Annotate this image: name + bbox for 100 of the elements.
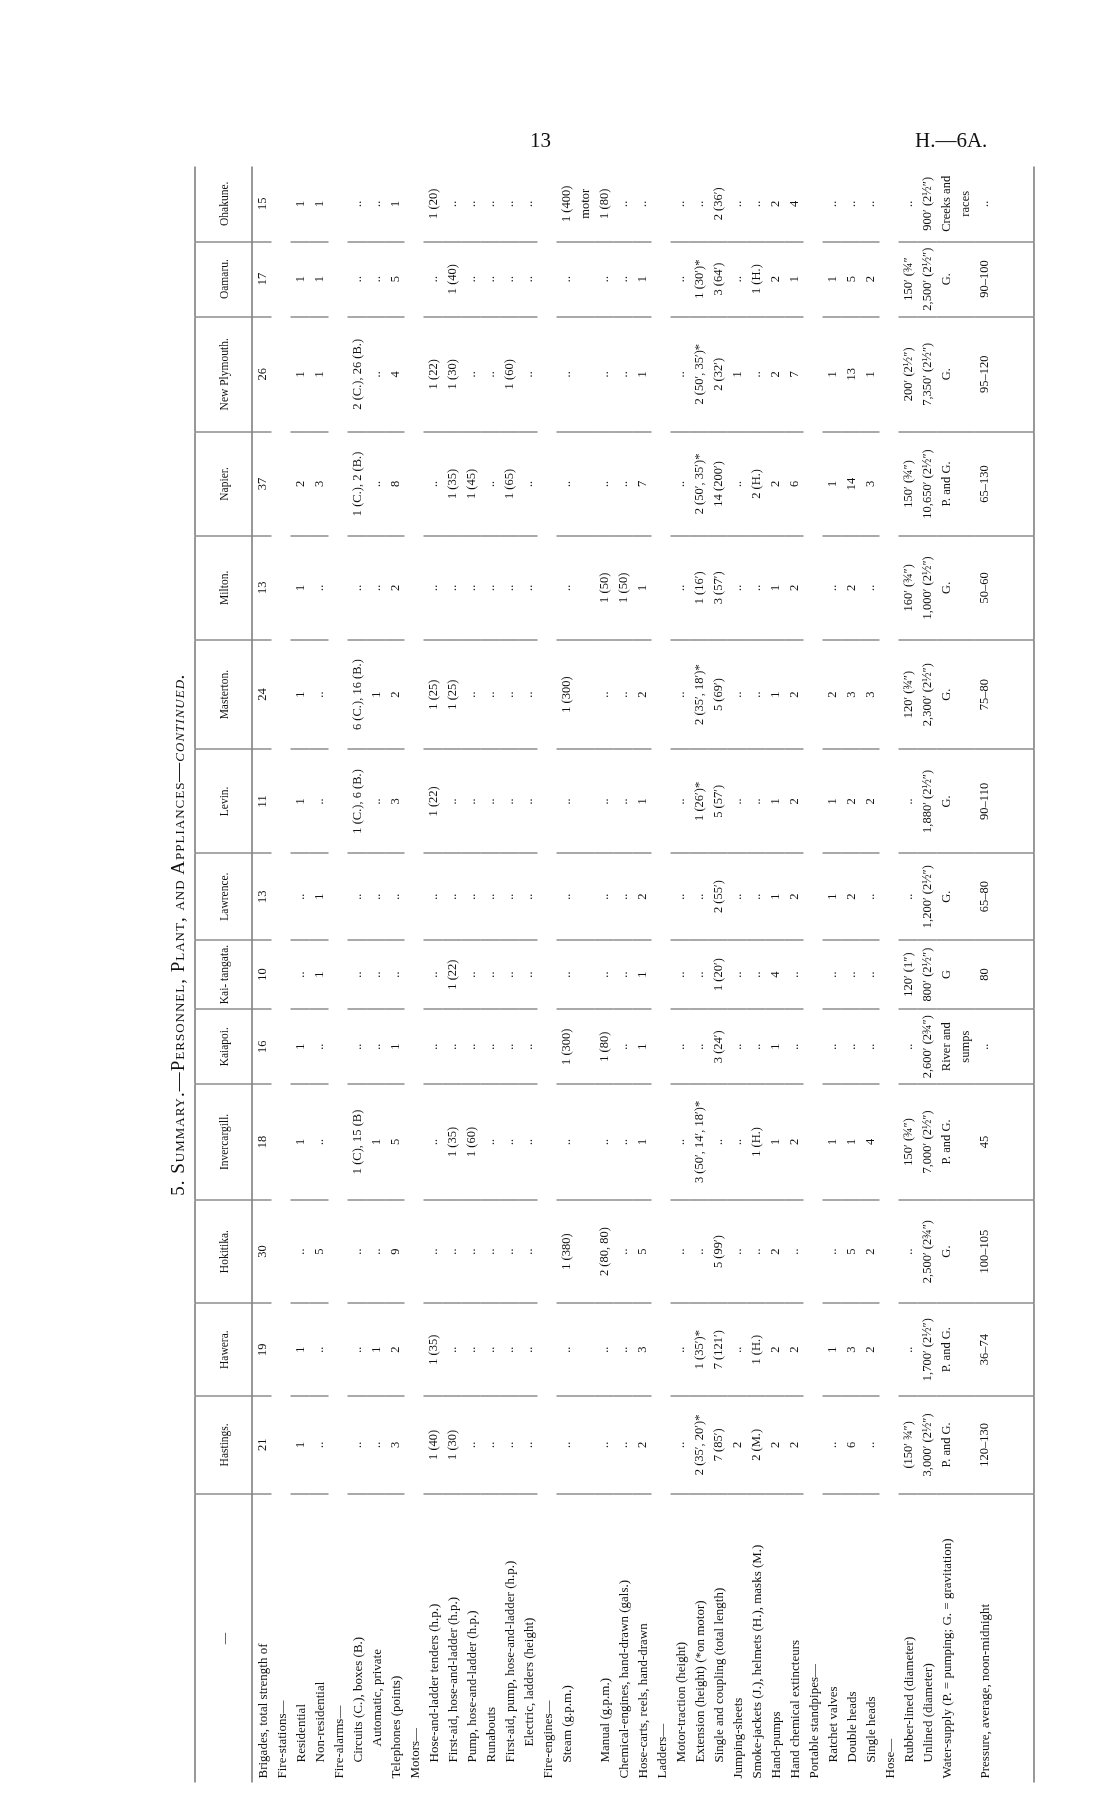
cell-value: 3 [385,749,405,854]
cell-value: .. [841,939,861,1010]
cell-value: .. [366,939,386,1010]
cell-value: .. [309,1395,329,1494]
cell-value: 1 [822,241,842,317]
cell-value: .. [461,241,481,317]
cell-value: 24 [252,639,272,750]
cell-value: 14 [841,431,861,536]
cell-value: .. [822,166,842,242]
cell-value: 2 [822,639,842,750]
cell-value: 4 [385,316,405,432]
cell-value: .. [423,535,443,640]
cell-value: .. [594,1084,614,1200]
cell-value: 5 [632,1199,652,1304]
cell-value: 1 [765,639,785,750]
cell-value: 1 [822,749,842,854]
cell-value: 2 (M.) [746,1395,766,1494]
cell-value: 1 (30′)* [689,241,709,317]
cell-value: 95–120 [974,316,1034,432]
cell-value: 1 (400) motor [556,166,595,242]
cell-value: 2 [784,1084,804,1200]
row-label: Hose-and-ladder tenders (h.p.) [423,1493,443,1783]
cell-value: .. [461,939,481,1010]
cell-value: .. [594,853,614,940]
cell-value: 1 [366,1303,386,1396]
cell-value: .. [689,1199,709,1304]
cell-value: .. [974,1009,1034,1085]
cell-value: 1 [309,316,329,432]
cell-value: 4 [860,1084,880,1200]
row-label: Extension (height) (*on motor) [689,1493,709,1783]
cell-value: G. [936,639,975,750]
cell-value: 2 [841,853,861,940]
cell-value: 50–60 [974,535,1034,640]
cell-value: 150′ (¾″) [898,1084,918,1200]
cell-value: 2 [385,1303,405,1396]
cell-value: .. [347,1395,367,1494]
cell-value: 2 [784,535,804,640]
cell-value: .. [898,1009,918,1085]
cell-value: .. [689,939,709,1010]
cell-value: G. [936,853,975,940]
cell-value: .. [670,939,690,1010]
cell-value: .. [309,1084,329,1200]
cell-value: 17 [252,241,272,317]
cell-value: .. [499,749,519,854]
cell-value: 1 [841,1084,861,1200]
cell-value: 65–130 [974,431,1034,536]
cell-value: 1 [822,431,842,536]
cell-value: 1 (35′)* [689,1303,709,1396]
cell-value: 5 [309,1199,329,1304]
cell-value: P. and G. [936,1395,975,1494]
cell-value: 90–100 [974,241,1034,317]
row-label: Runabouts [480,1493,500,1783]
row-label: Unlined (diameter) [917,1493,937,1783]
cell-value: 5 (99′) [708,1199,728,1304]
column-header: Kaiapoi. [195,1009,252,1085]
cell-value: .. [442,1303,462,1396]
cell-value: .. [898,853,918,940]
cell-value: 3 [860,639,880,750]
cell-value: .. [822,1009,842,1085]
cell-value: 1 [290,749,310,854]
column-header: Masterton. [195,639,252,750]
cell-value: 2 [632,1395,652,1494]
cell-value: .. [727,1084,747,1200]
cell-value: 2 (36′) [708,166,728,242]
cell-value: 14 (200′) [708,431,728,536]
cell-value: .. [746,316,766,432]
cell-value: .. [442,1009,462,1085]
cell-value: .. [499,1303,519,1396]
cell-value: 1 [632,241,652,317]
row-label: Ladders— [651,166,671,1783]
cell-value: .. [670,241,690,317]
cell-value: .. [518,241,538,317]
cell-value: .. [727,939,747,1010]
row-label: Ratchet valves [822,1493,842,1783]
cell-value: 1 [784,241,804,317]
cell-value: .. [613,639,633,750]
cell-value: .. [480,853,500,940]
cell-value: .. [366,535,386,640]
cell-value: 2 (35′, 18′)* [689,639,709,750]
cell-value: .. [556,316,595,432]
cell-value: 1 (H.) [746,1303,766,1396]
cell-value: 5 [841,241,861,317]
cell-value: .. [746,639,766,750]
cell-value: .. [784,1009,804,1085]
row-label: Fire-alarms— [328,166,348,1783]
cell-value: 1 (C.), 2 (B.) [347,431,367,536]
cell-value: 19 [252,1303,272,1396]
cell-value: .. [480,1395,500,1494]
cell-value: .. [670,535,690,640]
cell-value: 7 [632,431,652,536]
cell-value: .. [594,749,614,854]
cell-value: .. [480,639,500,750]
cell-value: .. [480,316,500,432]
cell-value: 1 (50) [613,535,633,640]
cell-value: 13 [252,853,272,940]
cell-value: .. [518,639,538,750]
cell-value: .. [727,535,747,640]
cell-value: .. [727,1199,747,1304]
cell-value: 3 (64′) [708,241,728,317]
cell-value: 2 [784,1303,804,1396]
